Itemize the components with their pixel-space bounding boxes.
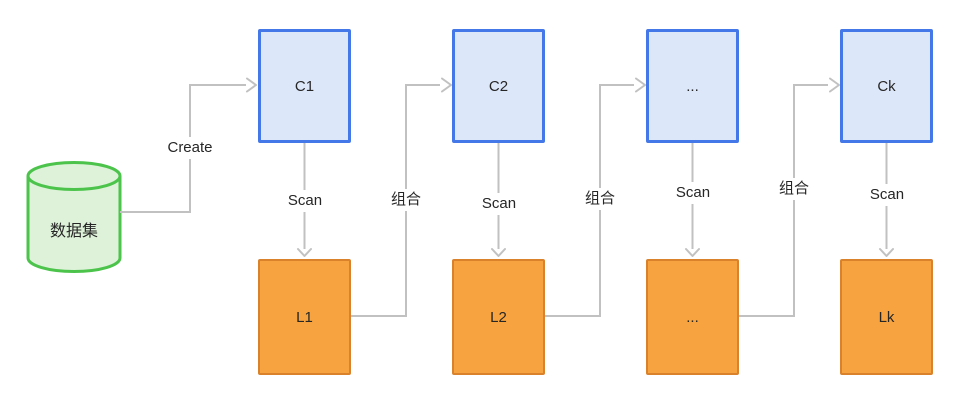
combine-edge-label-3: 组合 [773,178,815,200]
combine-edge-label-1: 组合 [385,189,427,211]
node-c1: C1 [258,29,351,143]
scan-edge-label-2: Scan [476,193,522,215]
node-c-ellipsis-label: ... [686,77,699,95]
create-arrowhead-icon [246,77,257,93]
node-c1-label: C1 [294,77,315,95]
node-l1-label: L1 [296,308,313,326]
node-l-ellipsis: ... [646,259,739,375]
node-c2: C2 [452,29,545,143]
node-ck-label: Ck [877,77,896,95]
create-edge-label: Create [162,137,218,159]
node-lk: Lk [840,259,933,375]
dataset-cylinder-shape [26,161,122,273]
scan-edge-label-1: Scan [282,190,328,212]
scan-arrowhead-icon-3 [685,248,700,257]
scan-arrowhead-icon-2 [491,248,506,257]
scan-edge-label-3: Scan [670,182,716,204]
cylinder-top-arc [26,175,122,191]
node-ck: Ck [840,29,933,143]
scan-arrowhead-icon-1 [297,248,312,257]
combine-arrowhead-icon-2 [635,77,646,93]
combine-edge-label-2: 组合 [579,188,621,210]
scan-arrowhead-icon-4 [879,248,894,257]
cylinder-body [26,161,122,273]
node-c2-label: C2 [488,77,509,95]
dataset-node-label: 数据集 [49,223,99,240]
combine-edge-3 [739,84,828,317]
node-l-ellipsis-label: ... [686,308,699,326]
node-lk-label: Lk [878,308,895,326]
scan-edge-label-4: Scan [864,184,910,206]
combine-arrowhead-icon-3 [829,77,840,93]
node-l2-label: L2 [490,308,507,326]
node-c-ellipsis: ... [646,29,739,143]
node-l1: L1 [258,259,351,375]
combine-arrowhead-icon-1 [441,77,452,93]
node-l2: L2 [452,259,545,375]
